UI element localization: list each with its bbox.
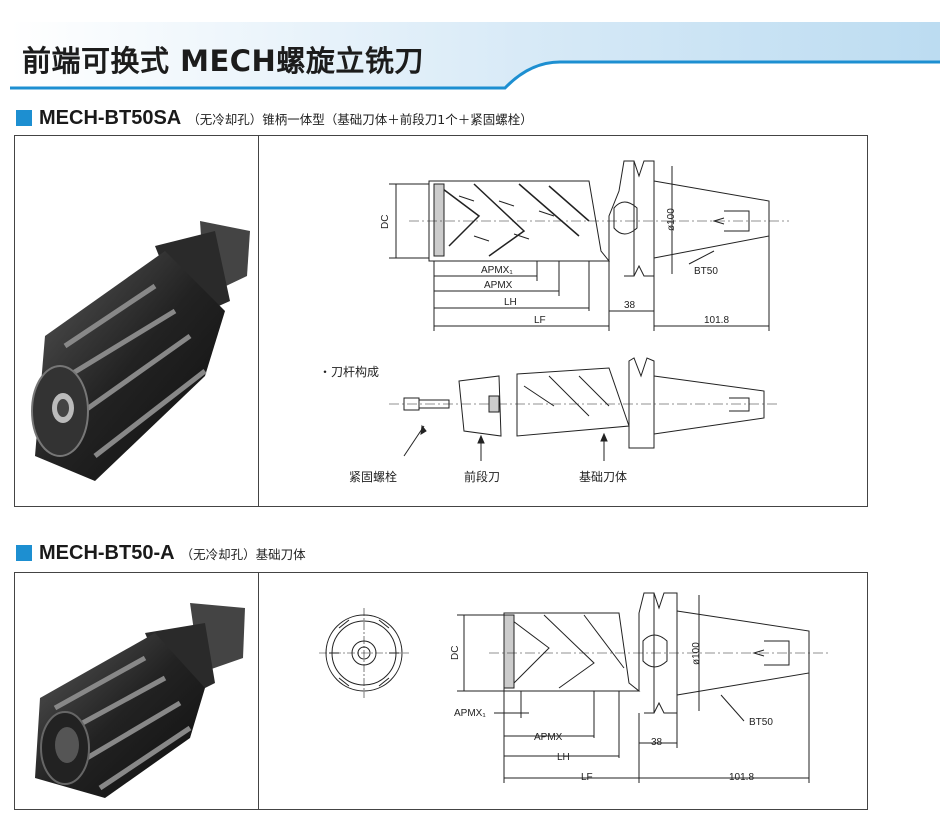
- label-front-cutter: 前段刀: [464, 469, 500, 484]
- page-title: 前端可换式 MECH螺旋立铣刀: [22, 44, 424, 78]
- dim-apmx: APMX: [484, 280, 513, 291]
- technical-drawing: DC ø100 APMX₁ APMX LH LF 38 101.8 BT50: [259, 573, 867, 809]
- dim-lf: LF: [581, 772, 593, 783]
- section-marker: [16, 545, 32, 561]
- model-code: MECH-BT50SA: [39, 106, 182, 129]
- dim-lh: LH: [557, 752, 570, 763]
- dim-apmx: APMX: [534, 732, 563, 743]
- dim-diameter: ø100: [691, 642, 702, 665]
- dim-lh: LH: [504, 297, 517, 308]
- dim-diameter: ø100: [666, 208, 677, 231]
- dim-dc: DC: [380, 215, 391, 229]
- model-description: （无冷却孔）锥柄一体型（基础刀体＋前段刀1个＋紧固螺栓）: [187, 111, 533, 127]
- section-marker: [16, 110, 32, 126]
- model-description: （无冷却孔）基础刀体: [180, 546, 306, 562]
- dim-dc: DC: [450, 646, 461, 660]
- dim-flange: 38: [624, 300, 636, 311]
- dim-apmx1: APMX₁: [454, 708, 486, 719]
- page-header: 前端可换式 MECH螺旋立铣刀: [0, 0, 950, 95]
- dim-lf: LF: [534, 315, 546, 326]
- model-code: MECH-BT50-A: [39, 541, 175, 564]
- product-panel: DC ø100 APMX₁ APMX LH LF 38 101.8 BT50 ・…: [14, 135, 868, 507]
- dim-taper: BT50: [749, 717, 773, 728]
- header-banner: [10, 22, 940, 90]
- dim-shank: 101.8: [729, 772, 754, 783]
- dim-flange: 38: [651, 737, 663, 748]
- product-photo: [15, 573, 259, 809]
- dim-shank: 101.8: [704, 315, 729, 326]
- dim-apmx1: APMX₁: [481, 265, 513, 276]
- dim-taper: BT50: [694, 266, 718, 277]
- section-heading: MECH-BT50SA （无冷却孔）锥柄一体型（基础刀体＋前段刀1个＋紧固螺栓）: [16, 105, 533, 131]
- label-base-body: 基础刀体: [579, 470, 627, 484]
- technical-drawing: DC ø100 APMX₁ APMX LH LF 38 101.8 BT50 ・…: [259, 136, 867, 506]
- product-panel: DC ø100 APMX₁ APMX LH LF 38 101.8 BT50: [14, 572, 868, 810]
- assembly-heading: ・刀杆构成: [319, 364, 379, 379]
- label-bolt: 紧固螺栓: [349, 469, 397, 484]
- section-heading: MECH-BT50-A （无冷却孔）基础刀体: [16, 540, 306, 566]
- product-photo: [15, 136, 259, 506]
